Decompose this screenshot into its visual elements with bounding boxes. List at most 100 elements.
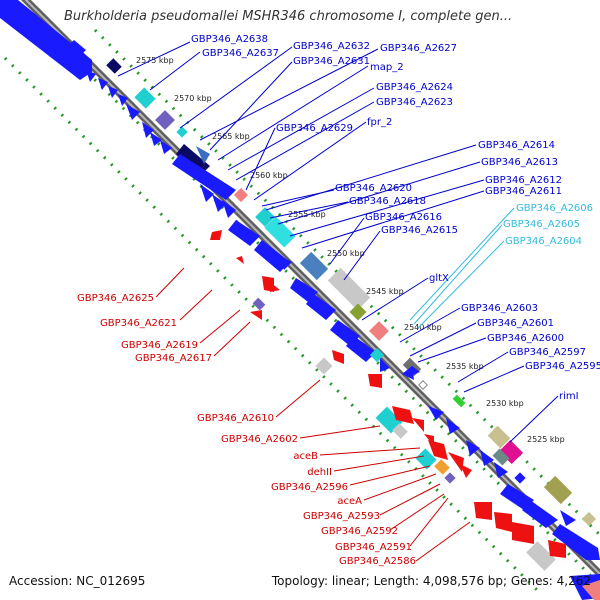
- feature-forward: [581, 511, 597, 527]
- feature-reverse: [548, 540, 566, 558]
- kbp-tick: 2565 kbp: [212, 132, 250, 141]
- forward-labels: GBP346_A2638 GBP346_A2637 GBP346_A2632 G…: [191, 34, 600, 402]
- reverse-leader-lines: [155, 267, 471, 562]
- feature-forward: [160, 140, 172, 154]
- feature-forward: [552, 524, 600, 560]
- gene-label: GBP346_A2611: [485, 186, 562, 197]
- feature-reverse: [210, 230, 222, 240]
- kbp-ticks: 2575 kbp 2570 kbp 2565 kbp 2560 kbp 2555…: [136, 56, 565, 444]
- feature-forward: [172, 154, 236, 200]
- feature-reverse: [434, 459, 450, 475]
- feature-reverse: [582, 580, 600, 600]
- gene-label: gltX: [429, 273, 449, 284]
- gene-label: GBP346_A2625: [77, 293, 154, 304]
- feature-forward: [452, 394, 466, 408]
- kbp-tick: 2540 kbp: [404, 323, 442, 332]
- feature-forward: [108, 86, 118, 98]
- feature-reverse: [460, 464, 472, 478]
- feature-reverse: [315, 357, 333, 375]
- feature-forward: [86, 70, 96, 82]
- feature-reverse: [512, 522, 534, 544]
- feature-reverse: [526, 541, 556, 571]
- feature-forward: [126, 104, 140, 120]
- feature-forward: [0, 0, 92, 80]
- gene-label: GBP346_A2627: [380, 43, 457, 54]
- gene-label: GBP346_A2616: [365, 212, 442, 223]
- feature-forward: [118, 94, 128, 106]
- gene-label: GBP346_A2623: [376, 97, 453, 108]
- gene-label: GBP346_A2615: [381, 225, 458, 236]
- feature-forward: [466, 440, 480, 456]
- gene-label: GBP346_A2614: [478, 140, 555, 151]
- feature-forward: [369, 321, 389, 341]
- feature-forward: [254, 240, 290, 272]
- kbp-tick: 2570 kbp: [174, 94, 212, 103]
- gene-label: GBP346_A2632: [293, 41, 370, 52]
- kbp-tick: 2560 kbp: [250, 171, 288, 180]
- gene-label: dehII: [307, 467, 332, 478]
- feature-forward: [428, 406, 444, 420]
- feature-forward: [142, 122, 154, 138]
- guide-line-inner-forward: [43, 28, 600, 587]
- kbp-tick: 2525 kbp: [527, 435, 565, 444]
- gene-label: map_2: [370, 62, 404, 73]
- feature-reverse: [270, 282, 280, 292]
- feature-forward: [106, 58, 122, 74]
- gene-label: GBP346_A2613: [481, 157, 558, 168]
- feature-reverse: [444, 472, 456, 484]
- feature-reverse: [474, 502, 492, 520]
- kbp-tick: 2555 kbp: [288, 210, 326, 219]
- feature-forward: [487, 425, 511, 449]
- reverse-labels: GBP346_A2625 GBP346_A2621 GBP346_A2619 G…: [77, 293, 416, 567]
- rna-leader-lines: [409, 207, 515, 329]
- feature-forward: [543, 475, 573, 505]
- feature-reverse: [494, 512, 512, 532]
- kbp-tick: 2530 kbp: [486, 399, 524, 408]
- gene-label: aceA: [337, 496, 362, 507]
- feature-reverse: [415, 448, 437, 470]
- feature-forward: [222, 200, 236, 218]
- feature-forward: [196, 146, 210, 164]
- gene-label: GBP346_A2592: [321, 526, 398, 537]
- gene-label: GBP346_A2619: [121, 340, 198, 351]
- gene-label: aceB: [293, 451, 318, 462]
- feature-reverse: [392, 423, 408, 439]
- gene-label: GBP346_A2624: [376, 82, 453, 93]
- feature-reverse: [392, 406, 414, 424]
- feature-forward: [150, 132, 162, 146]
- gene-label: GBP346_A2595: [525, 361, 600, 372]
- gene-label: GBP346_A2631: [293, 56, 370, 67]
- map-title: Burkholderia pseudomallei MSHR346 chromo…: [64, 9, 513, 24]
- gene-label: GBP346_A2593: [303, 511, 380, 522]
- kbp-tick: 2535 kbp: [446, 362, 484, 371]
- gene-label: GBP346_A2604: [505, 236, 582, 247]
- feature-forward: [255, 207, 275, 227]
- feature-forward: [200, 184, 214, 202]
- feature-forward: [155, 110, 175, 130]
- feature-forward: [280, 256, 292, 270]
- kbp-tick: 2550 kbp: [327, 249, 365, 258]
- feature-reverse: [368, 374, 382, 388]
- feature-forward: [446, 418, 460, 434]
- guide-lines: [3, 28, 600, 595]
- feature-forward: [228, 220, 260, 246]
- feature-reverse: [236, 256, 244, 264]
- gene-label: GBP346_A2637: [202, 48, 279, 59]
- feature-forward: [98, 78, 108, 90]
- gene-label: GBP346_A2612: [485, 175, 562, 186]
- feature-reverse: [412, 418, 424, 432]
- gene-label: GBP346_A2603: [461, 303, 538, 314]
- feature-forward: [327, 267, 371, 311]
- feature-forward: [514, 472, 526, 484]
- guide-line-inner-reverse: [3, 56, 542, 595]
- gene-label: GBP346_A2610: [197, 413, 274, 424]
- feature-forward: [522, 500, 558, 528]
- feature-forward: [560, 510, 576, 526]
- gene-label: GBP346_A2605: [503, 219, 580, 230]
- feature-forward: [349, 303, 367, 321]
- rna-labels: GBP346_A2606 GBP346_A2605 GBP346_A2604: [503, 203, 593, 247]
- feature-forward: [480, 450, 494, 466]
- feature-forward: [134, 87, 156, 109]
- feature-reverse: [448, 452, 464, 472]
- forward-leader-lines: [117, 41, 559, 443]
